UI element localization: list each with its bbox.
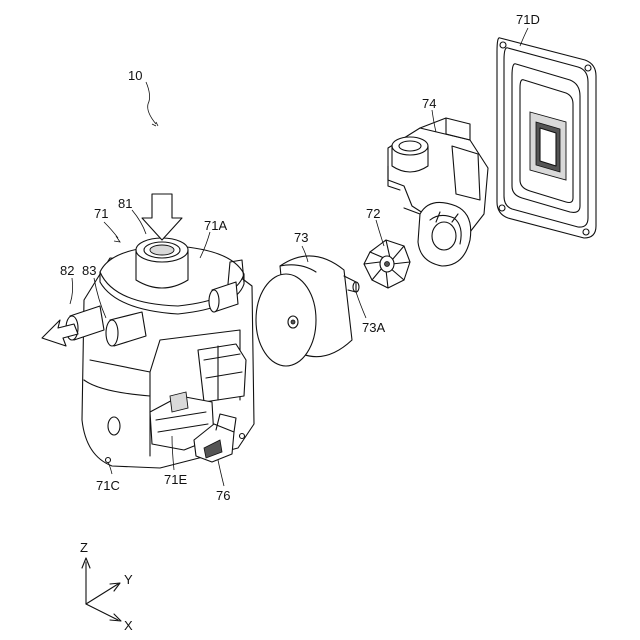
inflow-arrow: [142, 194, 182, 240]
label-impeller: 72: [366, 206, 380, 221]
motor-73: [256, 256, 359, 366]
axis-label-y: Y: [124, 572, 133, 587]
axis-label-z: Z: [80, 540, 88, 555]
label-pipe: 83: [82, 263, 96, 278]
label-housing-side: 71C: [96, 478, 120, 493]
impeller-72: [364, 240, 410, 288]
label-assembly: 10: [128, 68, 142, 83]
cover-plate-71d: [497, 38, 596, 238]
label-outlet: 82: [60, 263, 74, 278]
outflow-arrow: [42, 320, 78, 346]
axis-label-x: X: [124, 618, 133, 633]
label-inlet: 81: [118, 196, 132, 211]
axis-indicator: [82, 558, 121, 621]
label-pump-head: 74: [422, 96, 436, 111]
label-housing-lower: 71E: [164, 472, 187, 487]
label-motor: 73: [294, 230, 308, 245]
pump-head-74: [388, 118, 488, 266]
label-cover: 71D: [516, 12, 540, 27]
label-housing: 71: [94, 206, 108, 221]
label-connector: 76: [216, 488, 230, 503]
label-housing-top: 71A: [204, 218, 227, 233]
label-motor-shaft: 73A: [362, 320, 385, 335]
